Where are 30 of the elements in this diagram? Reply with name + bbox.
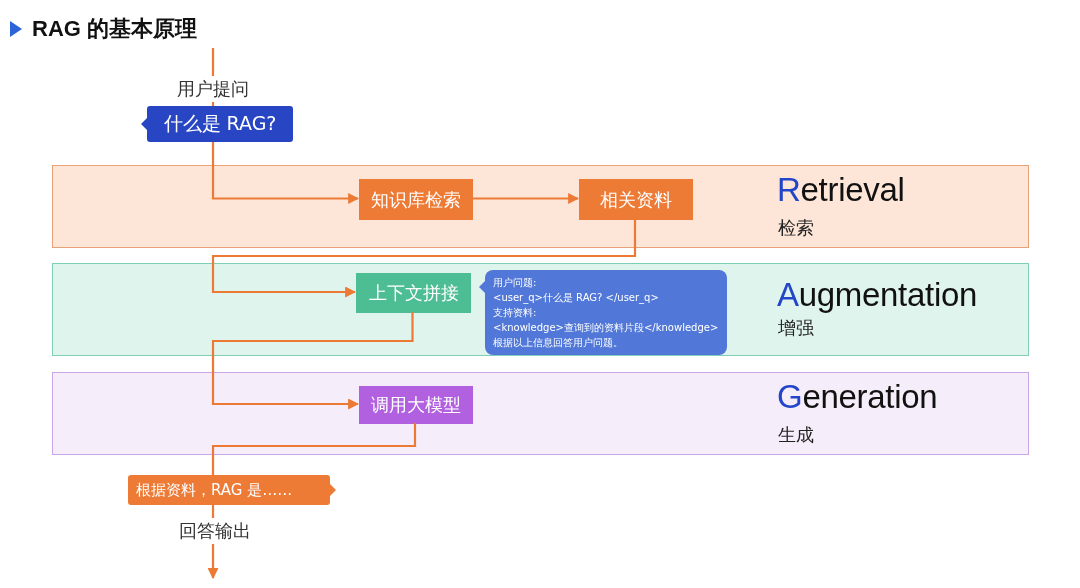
arrow [211,219,637,298]
stage-band [52,372,1029,455]
prompt-line: 根据以上信息回答用户问题。 [493,336,624,350]
stage-heading: Generation [777,378,938,416]
step-box [359,179,473,220]
prompt-line: 支持资料: [493,306,538,320]
arrow [211,312,414,410]
arrow [472,193,580,204]
stage-heading: Retrieval [777,171,905,209]
step-label: 调用大模型 [371,393,461,417]
step-box [359,386,473,424]
prompt-line: <knowledge>查询到的资料片段</knowledge> [493,321,719,335]
flow-label: 用户提问 [175,76,251,102]
step-label: 知识库检索 [371,187,461,212]
stage-subheading: 检索 [778,216,814,240]
stage-heading: Augmentation [777,276,978,314]
prompt-line: 用户问题: [493,276,538,290]
step-label: 相关资料 [600,187,672,212]
stage-subheading: 生成 [778,423,814,447]
stage-band [52,263,1029,356]
arrow [211,142,360,204]
stage-band [52,165,1029,248]
prompt-line: <user_q>什么是 RAG? </user_q> [493,291,660,305]
step-box [579,179,693,220]
step-label: 上下文拼接 [368,281,459,305]
bubble-text: 根据资料，RAG 是…… [136,480,293,500]
bubble-text: 什么是 RAG? [163,111,277,136]
stage-subheading: 增强 [778,316,814,340]
step-box [356,273,471,313]
title: RAG 的基本原理 [32,15,197,43]
